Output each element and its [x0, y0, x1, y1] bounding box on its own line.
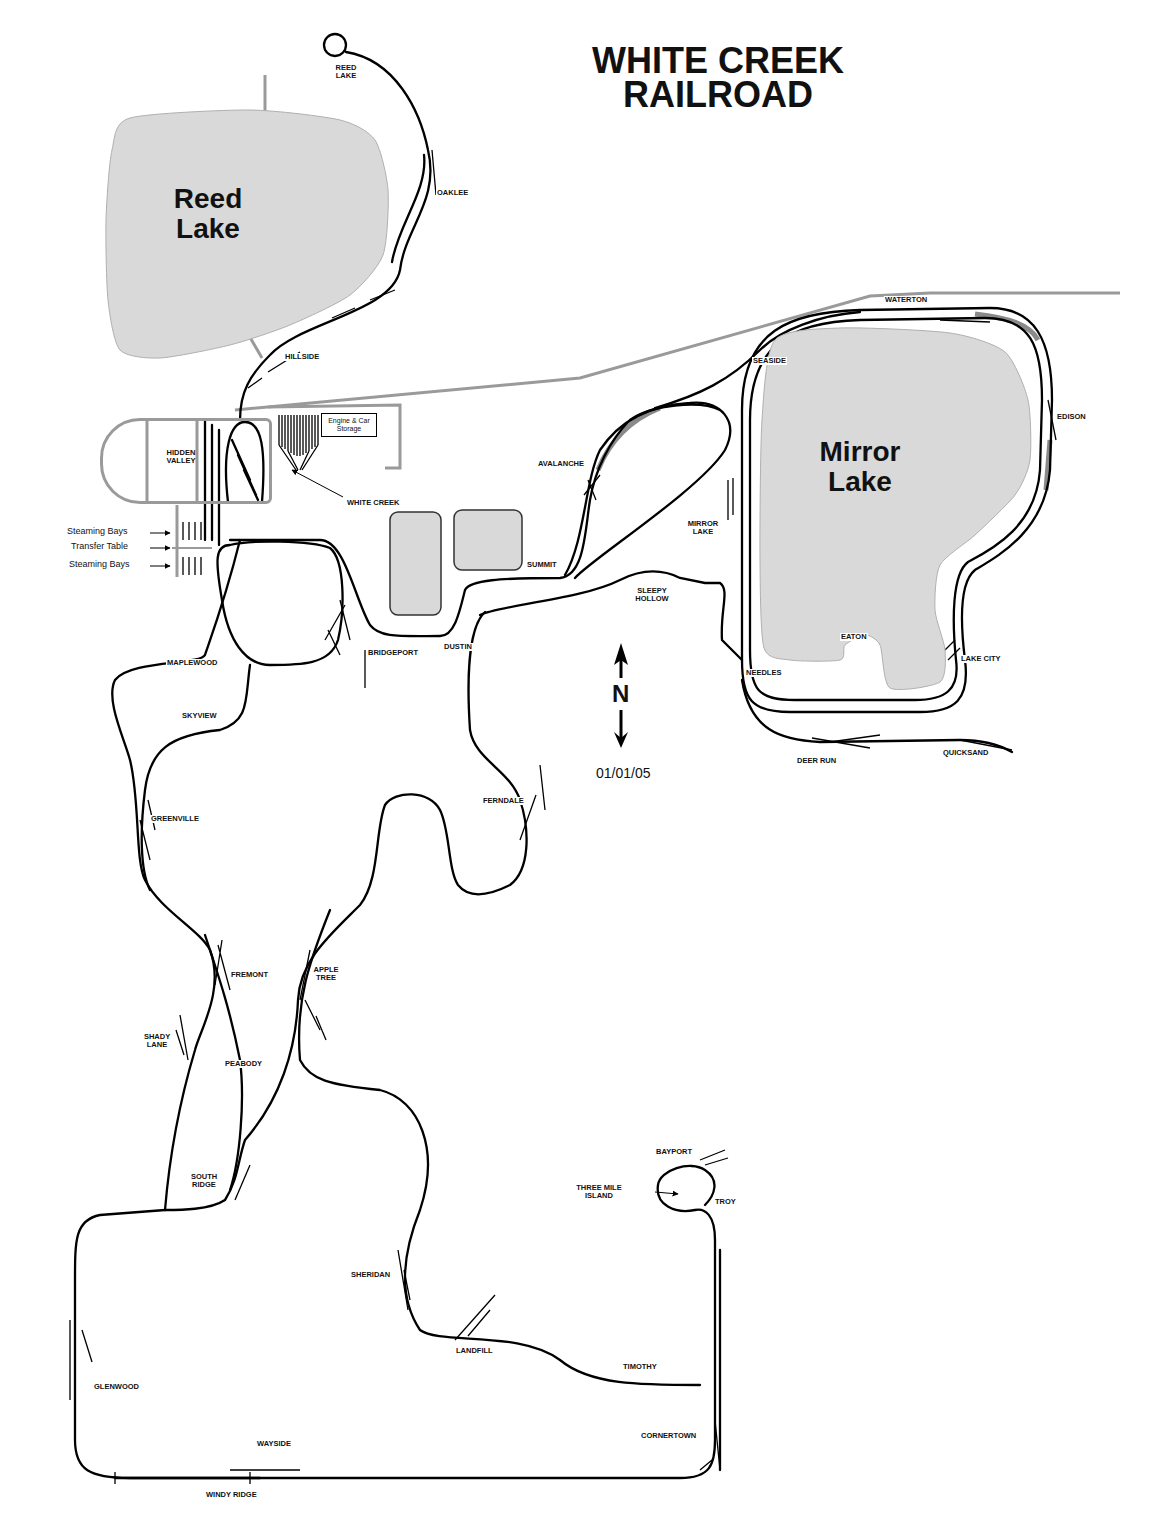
station-name: GREENVILLE — [150, 815, 200, 823]
station-name: AVALANCHE — [537, 460, 585, 468]
station-name: FERNDALE — [482, 797, 525, 805]
lake-shape: Mirror Lake — [756, 326, 1036, 694]
station-name: CORNERTOWN — [640, 1432, 697, 1440]
area-note: Steaming Bays — [68, 560, 131, 570]
station-name: LAKE CITY — [960, 655, 1002, 663]
station-name: EDISON — [1056, 413, 1087, 421]
station-name: SOUTH RIDGE — [190, 1173, 218, 1190]
storage-box: Engine & Car Storage — [321, 413, 377, 437]
station-name: EATON — [840, 633, 868, 641]
map-title: WHITE CREEK RAILROAD — [568, 44, 868, 112]
station-name: WAYSIDE — [256, 1440, 292, 1448]
station-name: HILLSIDE — [284, 353, 320, 361]
area-name: HIDDEN VALLEY — [166, 449, 195, 466]
siding — [70, 150, 1056, 1484]
station-name: QUICKSAND — [942, 749, 989, 757]
lake-water — [106, 110, 388, 358]
station-name: BRIDGEPORT — [367, 649, 419, 657]
area-name: Engine & Car Storage — [322, 414, 376, 435]
station-name: SUMMIT — [526, 561, 558, 569]
station-name: SEASIDE — [752, 357, 787, 365]
station-name: DEER RUN — [796, 757, 837, 765]
station-name: APPLE TREE — [312, 966, 339, 983]
station-name: WHITE CREEK — [346, 499, 401, 507]
station-name: OAKLEE — [436, 189, 469, 197]
station-name: NEEDLES — [745, 669, 782, 677]
station-name: SHADY LANE — [143, 1033, 171, 1050]
station-name: PEABODY — [224, 1060, 263, 1068]
station-name: MIRROR LAKE — [687, 520, 719, 537]
station-name: TIMOTHY — [622, 1363, 658, 1371]
leader-arrow — [150, 470, 678, 1194]
station-name: SLEEPY HOLLOW — [634, 587, 669, 604]
station-name: BAYPORT — [655, 1148, 693, 1156]
lake-outline — [756, 326, 1036, 694]
date-stamp: 01/01/05 — [595, 766, 652, 781]
yard-region: HIDDEN VALLEY — [100, 418, 272, 504]
area-note: Steaming Bays — [66, 527, 129, 537]
station-name: WATERTON — [884, 296, 928, 304]
lake-water — [760, 328, 1031, 690]
north-label: N — [611, 681, 630, 707]
station-name: LANDFILL — [455, 1347, 494, 1355]
staging-area — [390, 510, 522, 615]
track — [75, 34, 1052, 1478]
station-name: THREE MILE ISLAND — [567, 1184, 631, 1201]
lake-name: Mirror Lake — [820, 437, 901, 497]
lake-shape: Reed Lake — [105, 108, 393, 363]
station-name: REED LAKE — [335, 64, 358, 81]
station-name: DUSTIN — [443, 643, 473, 651]
station-name: GLENWOOD — [93, 1383, 140, 1391]
lake-outline — [105, 108, 393, 363]
station-name: WINDY RIDGE — [205, 1491, 258, 1499]
area-note: Transfer Table — [70, 542, 129, 552]
station-name: MAPLEWOOD — [166, 659, 218, 667]
station-name: TROY — [714, 1198, 737, 1206]
lake-name: Reed Lake — [174, 184, 242, 244]
station-name: SHERIDAN — [350, 1271, 391, 1279]
station-name: FREMONT — [230, 971, 269, 979]
station-name: SKYVIEW — [181, 712, 218, 720]
